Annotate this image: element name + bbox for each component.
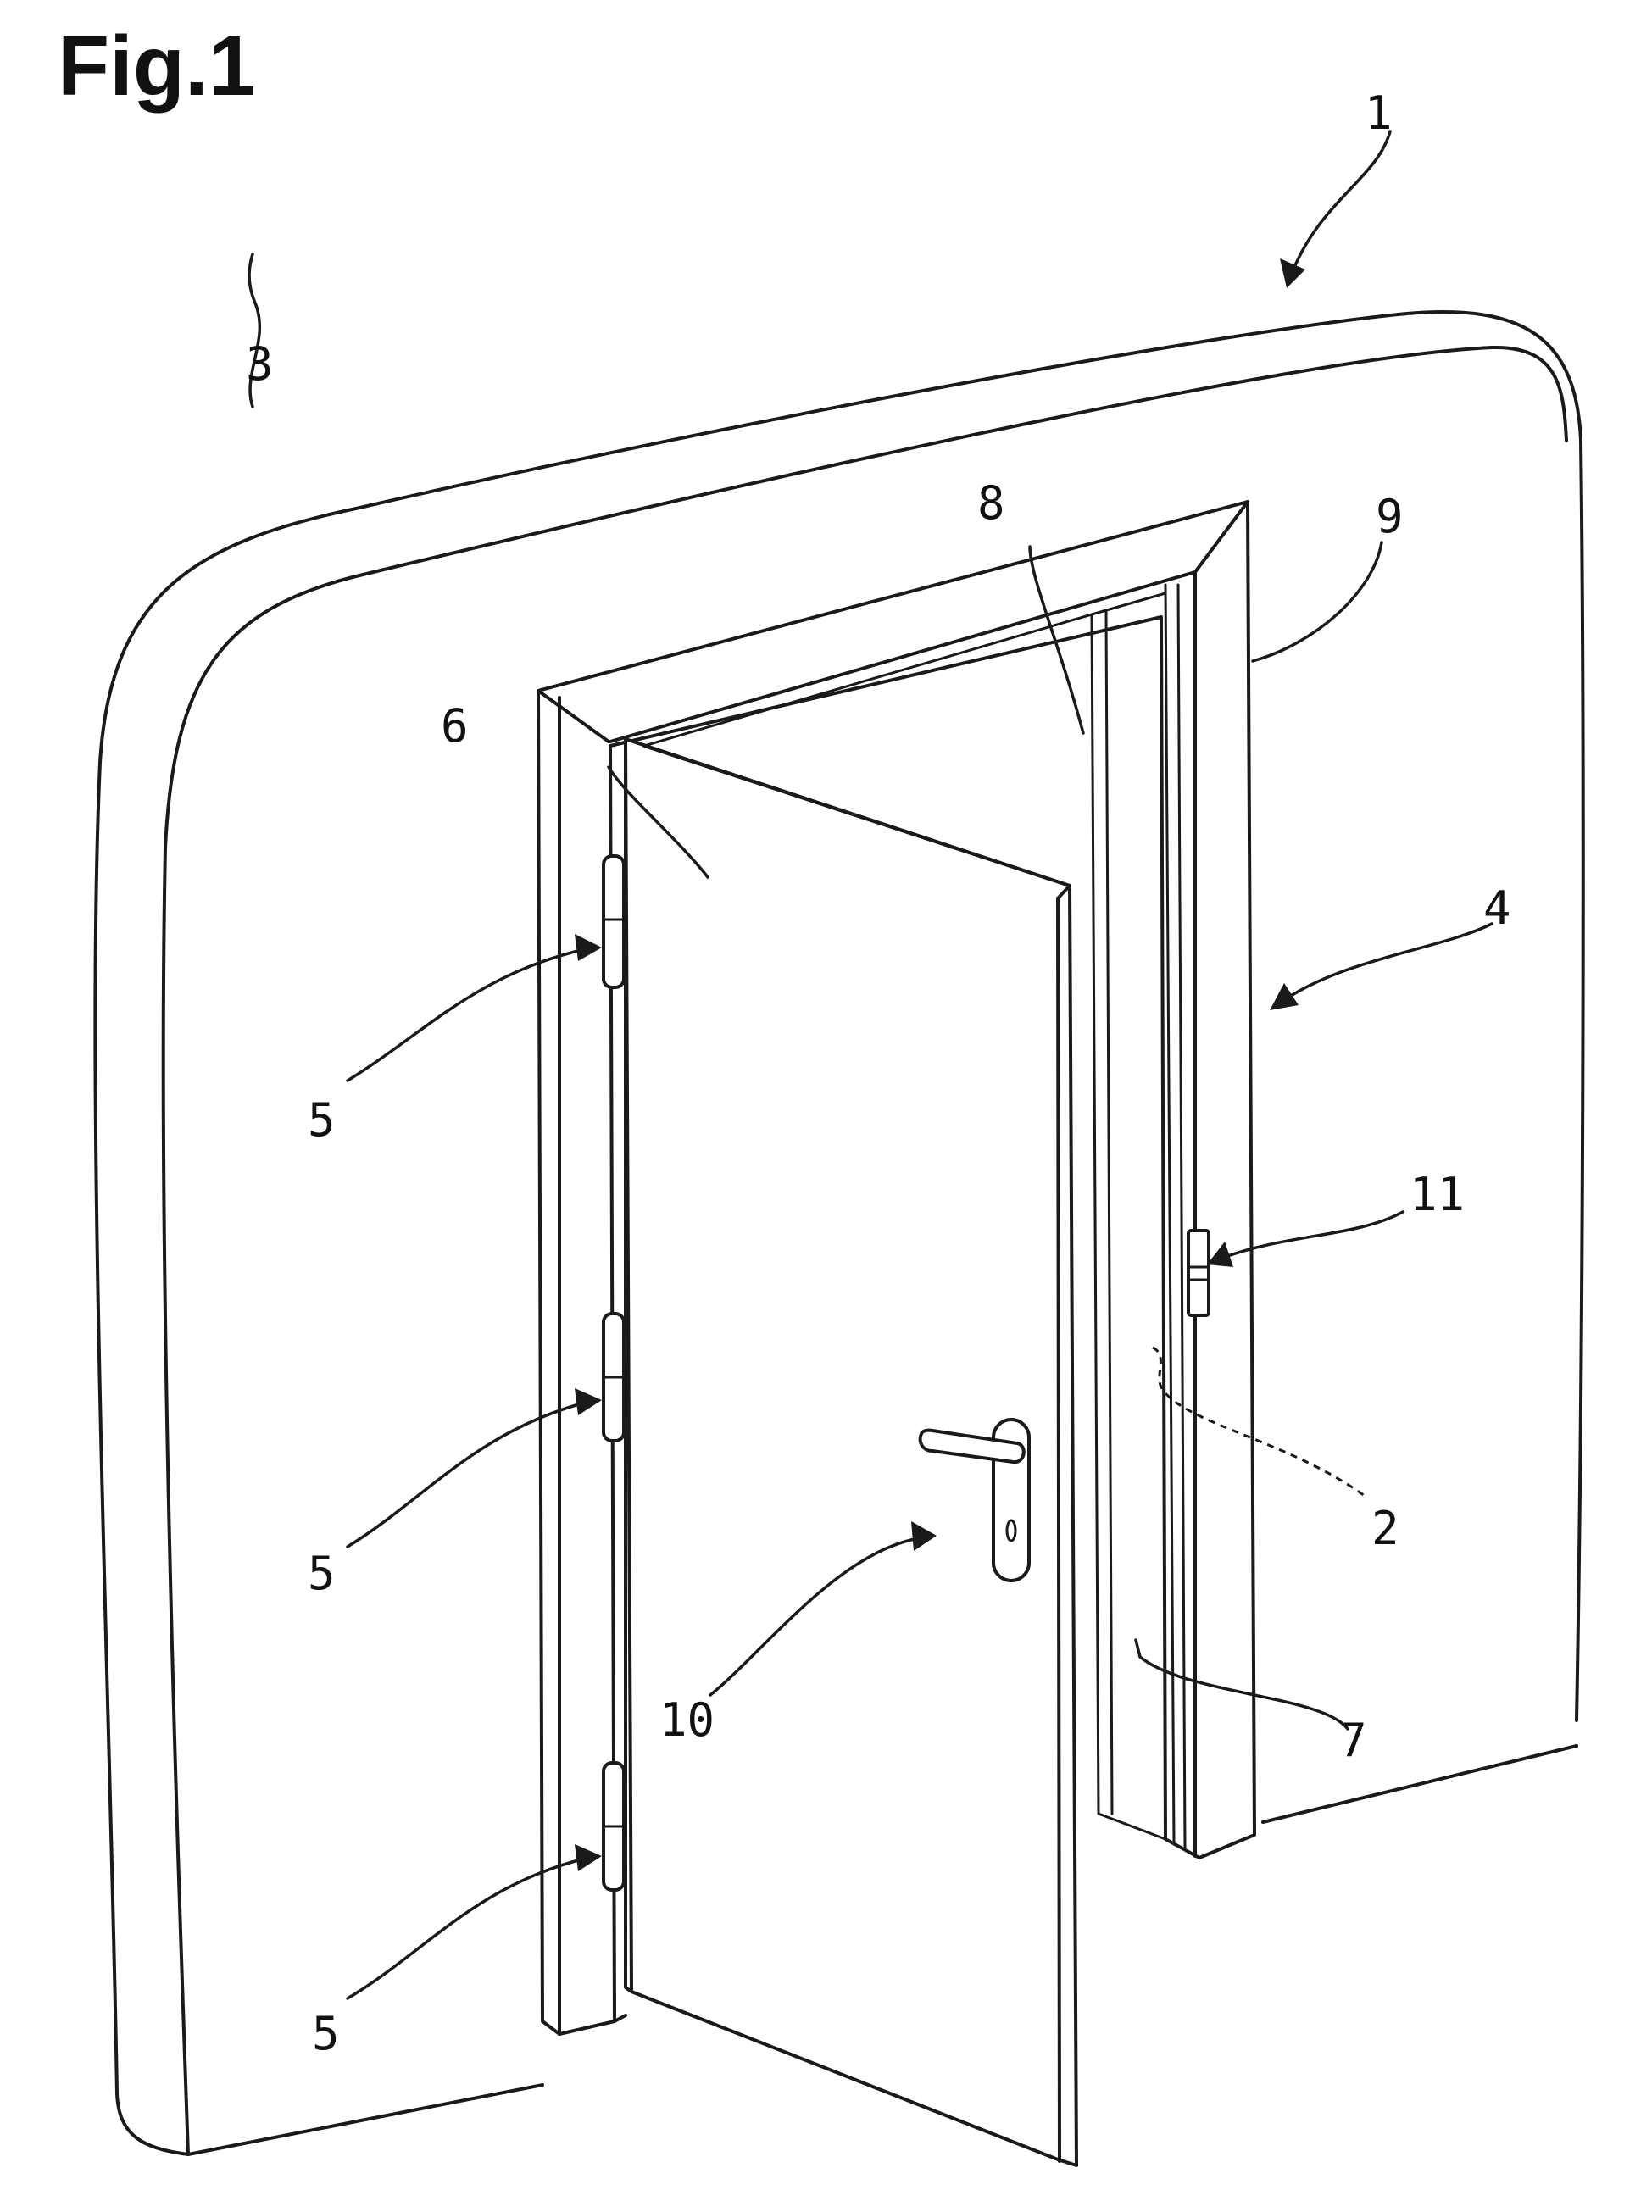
figure-title: Fig.1 bbox=[58, 19, 255, 114]
label-11: 11 bbox=[1410, 1168, 1465, 1221]
strike-plate bbox=[1188, 1231, 1209, 1315]
label-3: 3 bbox=[246, 337, 274, 391]
label-1: 1 bbox=[1365, 86, 1393, 140]
hinge-top bbox=[604, 856, 624, 987]
label-6: 6 bbox=[441, 699, 469, 753]
label-2: 2 bbox=[1371, 1502, 1399, 1555]
label-7: 7 bbox=[1339, 1714, 1367, 1767]
label-5-top: 5 bbox=[308, 1093, 336, 1147]
label-5-middle: 5 bbox=[308, 1547, 336, 1600]
label-9: 9 bbox=[1376, 490, 1404, 543]
label-10: 10 bbox=[659, 1693, 715, 1747]
label-8: 8 bbox=[977, 476, 1005, 530]
hinge-middle bbox=[604, 1314, 624, 1441]
label-4: 4 bbox=[1483, 881, 1511, 935]
label-5-bottom: 5 bbox=[312, 2007, 340, 2060]
hinge-bottom bbox=[604, 1763, 624, 1890]
